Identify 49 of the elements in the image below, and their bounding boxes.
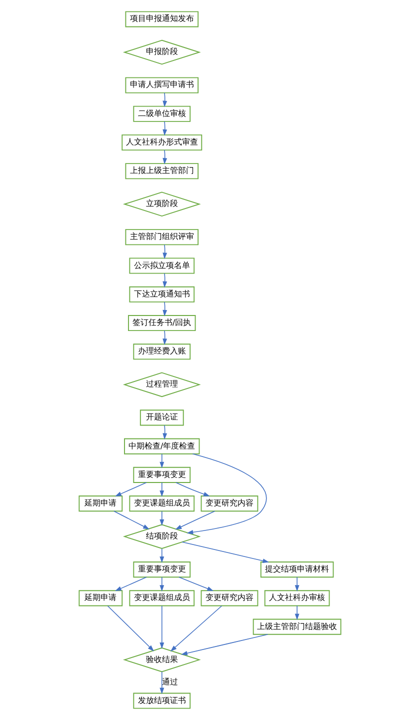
node-box: 公示拟立项名单 xyxy=(128,258,194,274)
node-box: 中期检查/年度检查 xyxy=(124,438,200,454)
node-box: 延期申请 xyxy=(78,496,122,512)
arrow xyxy=(113,510,149,530)
node-box: 上报上级主管部门 xyxy=(124,163,198,180)
node-box: 变更课题组成员 xyxy=(128,496,194,512)
arrow xyxy=(159,605,164,649)
arrow xyxy=(174,510,215,530)
node-box: 主管部门组织评审 xyxy=(124,229,198,246)
node-box: 重要事项变更 xyxy=(132,562,190,578)
node-box: 签订任务书/回执 xyxy=(128,314,196,332)
node-box: 上级主管部门结题验收 xyxy=(252,618,341,635)
arrow xyxy=(170,605,222,652)
node-diamond: 验收结果 xyxy=(122,647,200,672)
edge-label: 通过 xyxy=(161,677,178,686)
node-box: 变更研究内容 xyxy=(200,496,258,512)
arrow xyxy=(114,576,146,592)
arrow xyxy=(159,454,164,468)
arrow xyxy=(294,576,299,592)
arrow xyxy=(186,454,266,534)
node-box: 提交结项申请材料 xyxy=(260,562,334,578)
node-box: 重要事项变更 xyxy=(132,466,190,483)
arrow xyxy=(294,605,299,620)
node-box: 延期申请 xyxy=(78,590,122,606)
node-diamond: 过程管理 xyxy=(122,372,200,398)
node-box: 人文社科办形式审查 xyxy=(121,134,202,151)
arrow xyxy=(175,482,210,496)
arrow xyxy=(159,548,164,563)
node-box: 下达立项通知书 xyxy=(128,286,194,302)
node-box: 开题论证 xyxy=(139,410,184,426)
arrow xyxy=(114,482,146,496)
node-box: 二级单位审核 xyxy=(132,106,190,122)
arrow xyxy=(159,576,164,592)
node-box: 办理经费入账 xyxy=(132,344,190,360)
node-diamond: 立项阶段 xyxy=(122,192,200,217)
arrow xyxy=(181,542,269,563)
arrow xyxy=(159,482,164,497)
arrow xyxy=(106,605,154,652)
node-box: 发放结项证书 xyxy=(132,692,190,709)
node-box: 项目申报通知发布 xyxy=(124,11,198,28)
node-box: 变更研究内容 xyxy=(200,590,258,606)
arrow xyxy=(178,576,214,591)
node-diamond: 申报阶段 xyxy=(122,40,200,65)
node-box: 申请人撰写申请书 xyxy=(124,77,198,94)
node-box: 人文社科办审核 xyxy=(264,590,330,606)
arrow xyxy=(159,671,164,694)
arrow xyxy=(180,634,268,656)
node-box: 变更课题组成员 xyxy=(128,590,194,606)
arrow xyxy=(159,510,164,526)
